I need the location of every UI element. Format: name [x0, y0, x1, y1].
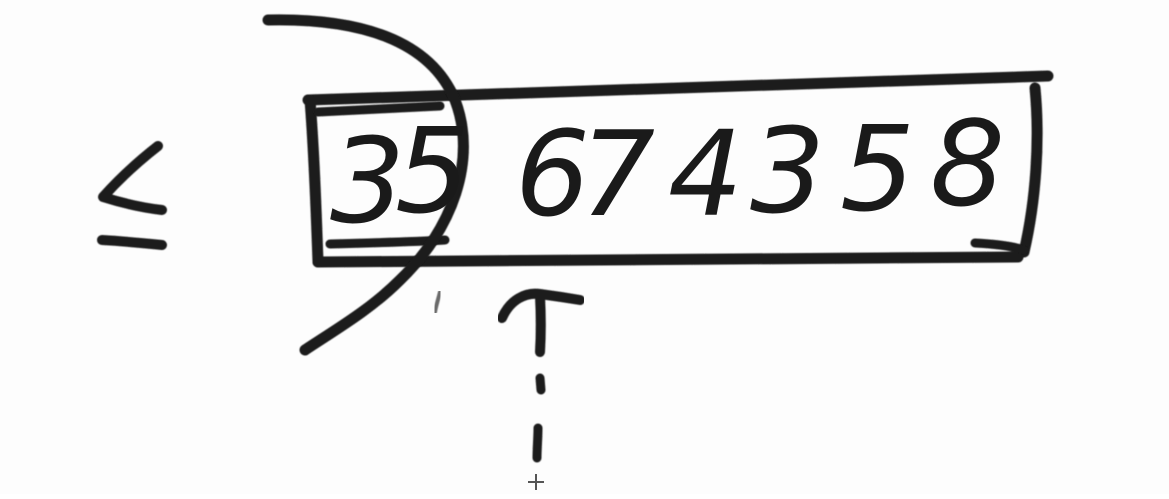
prefix-digits: 3 5 [330, 102, 470, 250]
arrow-shaft-stroke [535, 291, 546, 357]
array-box-left-edge [304, 94, 324, 268]
partition-arc [262, 14, 469, 356]
array-box-top-edge [302, 70, 1054, 106]
remaining-digit-3: 4 [668, 105, 743, 243]
small-tick-mark [433, 290, 442, 314]
array-box-right-edge [1018, 82, 1043, 258]
arrow-dash-2 [532, 423, 543, 463]
array-box [302, 70, 1054, 268]
cursor-crosshair-icon [528, 474, 544, 490]
leq-chevron-stroke [98, 141, 167, 215]
arrow-dot-1 [535, 373, 546, 395]
array-box-bottom-hook [970, 238, 1029, 255]
remaining-digit-5: 5 [840, 100, 915, 238]
remaining-digit-4: 3 [750, 102, 825, 240]
array-box-bottom-edge [312, 251, 1024, 268]
remaining-digit-2: 7 [580, 105, 655, 243]
leq-symbol: ≤ [97, 141, 167, 250]
prefix-digit-2: 5 [395, 102, 470, 240]
prefix-digit-1: 3 [330, 112, 405, 250]
remaining-digits: 6 7 4 3 5 8 [515, 95, 1005, 243]
remaining-digit-1: 6 [515, 105, 590, 243]
remaining-digit-6: 8 [930, 95, 1005, 233]
leq-underline-stroke [97, 235, 167, 250]
up-arrow-icon [497, 288, 585, 463]
prefix-box-top-edge [313, 101, 445, 117]
